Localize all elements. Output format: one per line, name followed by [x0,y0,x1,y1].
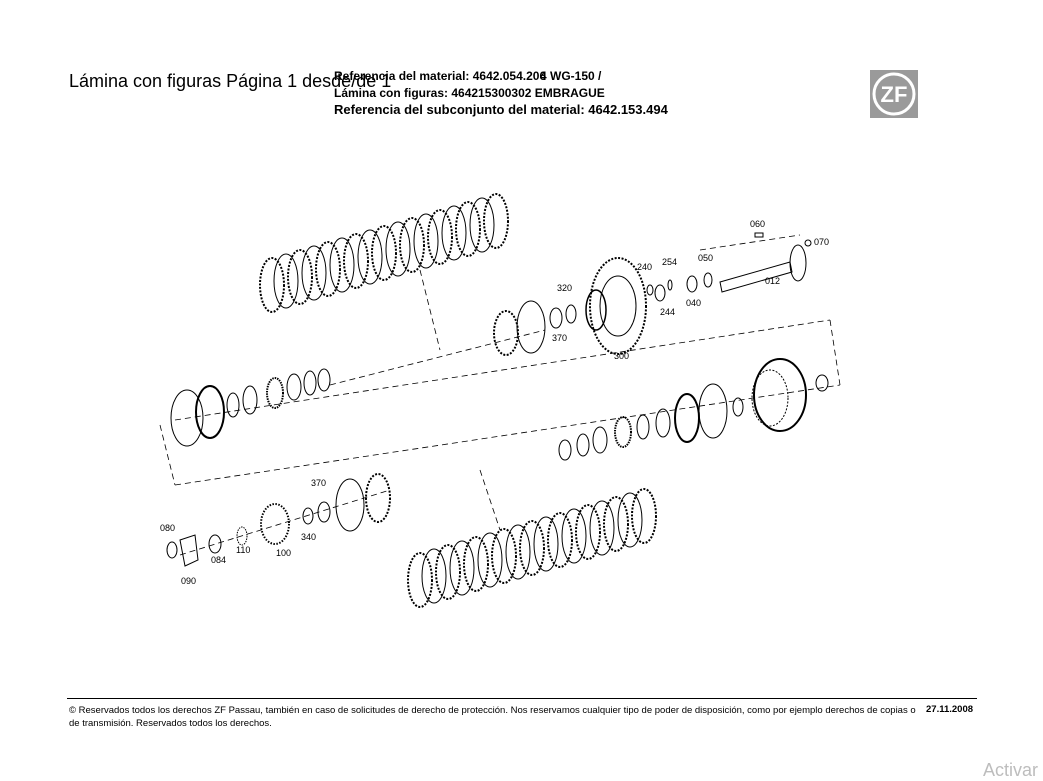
clutch-disc [385,221,411,277]
part-label: 254 [662,257,677,267]
clutch-disc [371,225,397,281]
copyright-notice: © Reservados todos los derechos ZF Passa… [69,705,916,729]
svg-text:ZF: ZF [881,82,908,107]
clutch-disc [463,536,489,592]
clutch-disc [561,508,587,564]
footer-divider [67,698,977,699]
clutch-disc [273,253,299,309]
part-label: 050 [698,253,713,263]
activation-watermark: Activar [983,760,1039,780]
clutch-disc [477,532,503,588]
part-label: 080 [160,523,175,533]
clutch-disc [589,500,615,556]
page-title: Lámina con figuras Página 1 desde/de 1 [69,71,392,91]
material-reference: Referencia del material: 4642.054.206 [334,69,547,83]
clutch-disc [491,528,517,584]
clutch-disc [469,197,495,253]
zf-logo: ZF [870,70,918,118]
part-label: 100 [276,548,291,558]
clutch-disc [483,193,509,249]
subassembly-reference: Referencia del subconjunto del material:… [334,102,668,117]
part-label: 110 [236,545,250,555]
exploded-parts-diagram: 060 070 012 050 040 254 240 244 320 370 300 370 340 1… [159,193,841,608]
clutch-disc [547,512,573,568]
part-label: 300 [614,351,629,361]
part-label: 060 [750,219,765,229]
part-label: 070 [814,237,829,247]
clutch-disc [435,544,461,600]
document-date: 27.11.2008 [926,704,974,715]
clutch-disc [575,504,601,560]
clutch-disc [357,229,383,285]
clutch-disc [427,209,453,265]
clutch-disc [407,552,433,608]
clutch-disc [533,516,559,572]
part-label: 012 [765,276,780,286]
clutch-disc [343,233,369,289]
clutch-disc [259,257,285,313]
clutch-disc [631,488,657,544]
clutch-disc [287,249,313,305]
figure-reference: Lámina con figuras: 464215300302 EMBRAGU… [334,86,605,100]
part-label: 244 [660,307,675,317]
clutch-disc [519,520,545,576]
clutch-disc [329,237,355,293]
clutch-disc [455,201,481,257]
clutch-disc [603,496,629,552]
clutch-disc [617,492,643,548]
clutch-disc [301,245,327,301]
part-label: 340 [301,532,316,542]
clutch-disc [449,540,475,596]
model-label: 4 WG-150 / [540,69,602,83]
disc-pack-upper [259,193,509,313]
part-label: 090 [181,576,196,586]
disc-pack-lower [407,488,657,608]
part-label: 320 [557,283,572,293]
part-label: 240 [637,262,652,272]
clutch-disc [315,241,341,297]
clutch-disc [505,524,531,580]
clutch-disc [399,217,425,273]
part-label: 040 [686,298,701,308]
clutch-disc [441,205,467,261]
part-label: 084 [211,555,226,565]
part-label: 370 [552,333,567,343]
part-label: 370 [311,478,326,488]
clutch-disc [421,548,447,604]
clutch-disc [413,213,439,269]
